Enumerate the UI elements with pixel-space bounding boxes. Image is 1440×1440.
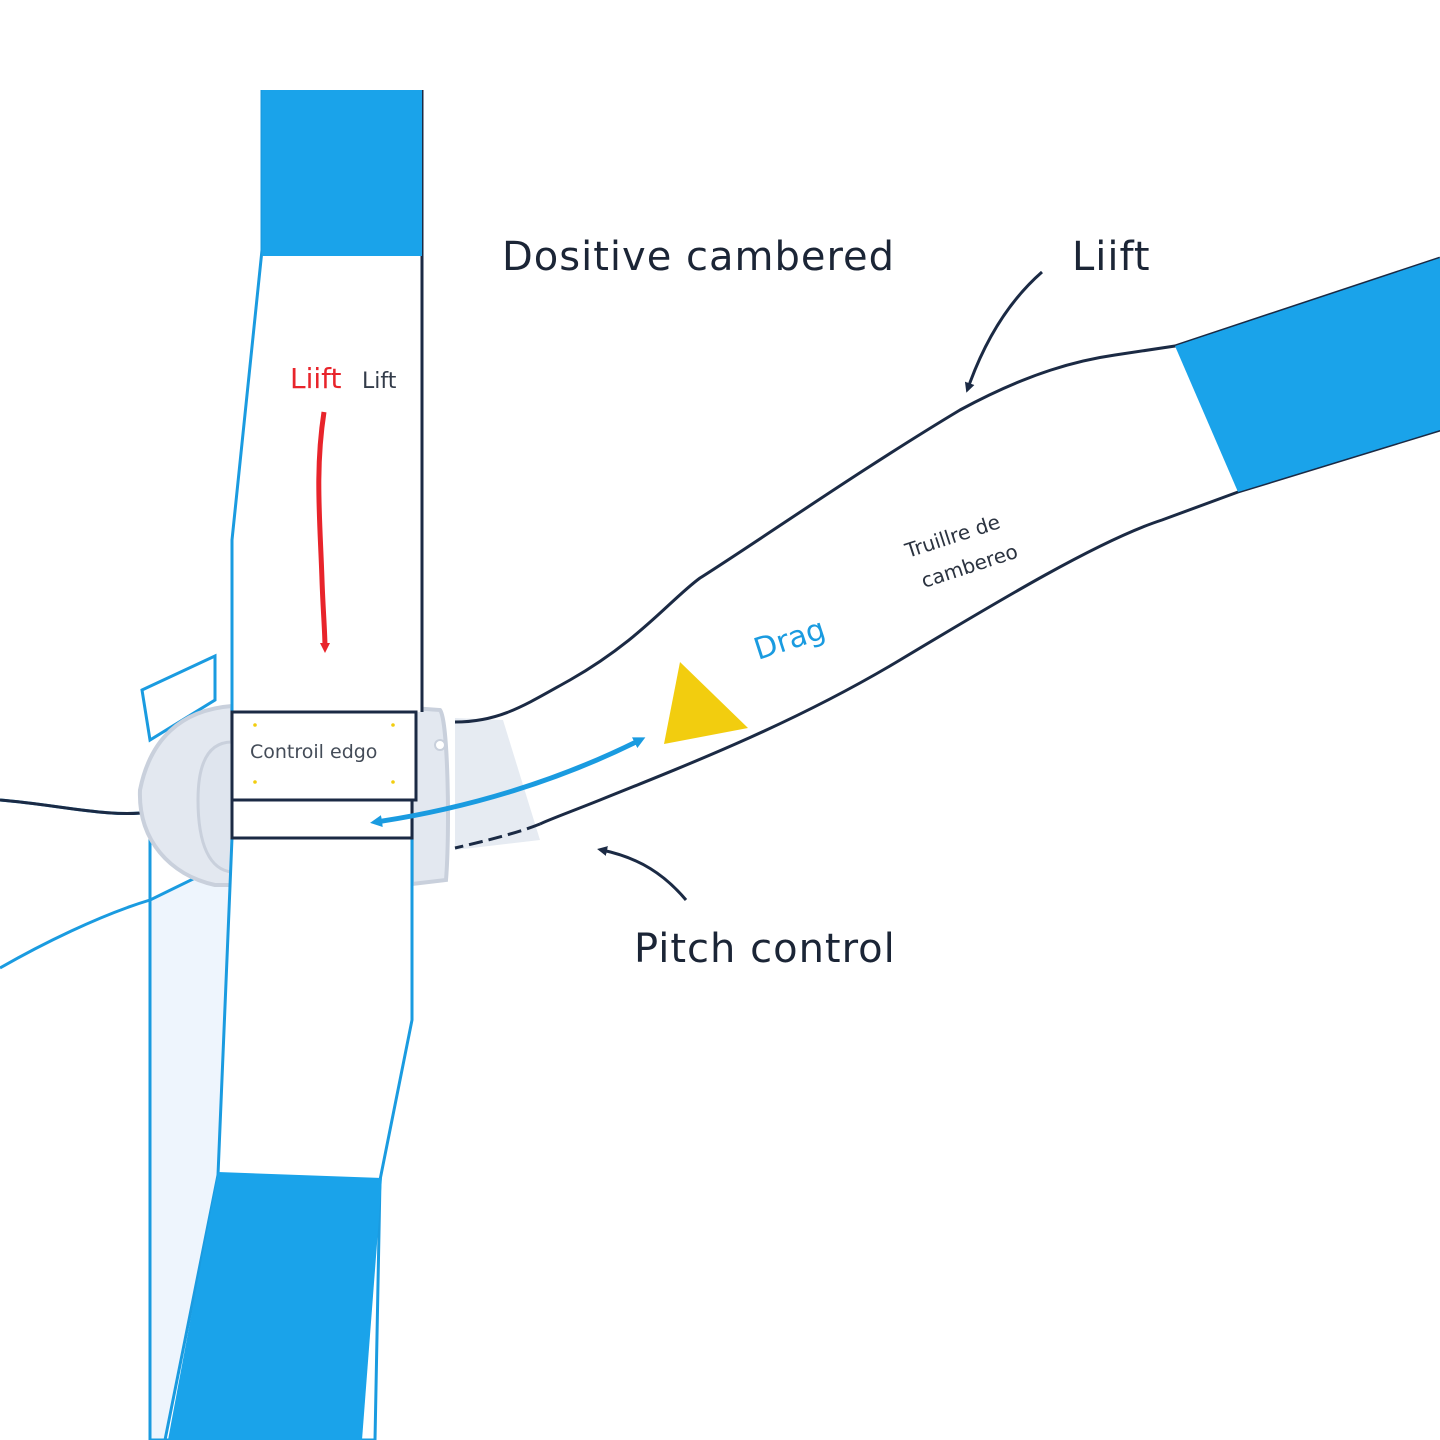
- pitch-pointer-arrow: [597, 846, 688, 901]
- lift-small-label: Lift: [362, 369, 397, 394]
- lift-pointer-arrow: [964, 270, 1043, 393]
- pitch-control-label: Pitch control: [634, 926, 896, 972]
- double-arrow-icon: [370, 737, 646, 828]
- triangle-icon: [664, 662, 748, 744]
- lift-red-label: Liift: [290, 362, 342, 395]
- diagram-title: Dositive cambered: [502, 234, 895, 280]
- vertical-blade: [163, 90, 424, 1440]
- control-edge-label: Controil edgo: [250, 741, 377, 763]
- arrow-down-icon: [316, 411, 330, 653]
- right-blade: [454, 256, 1440, 850]
- lift-top-right-label: Liift: [1072, 234, 1151, 280]
